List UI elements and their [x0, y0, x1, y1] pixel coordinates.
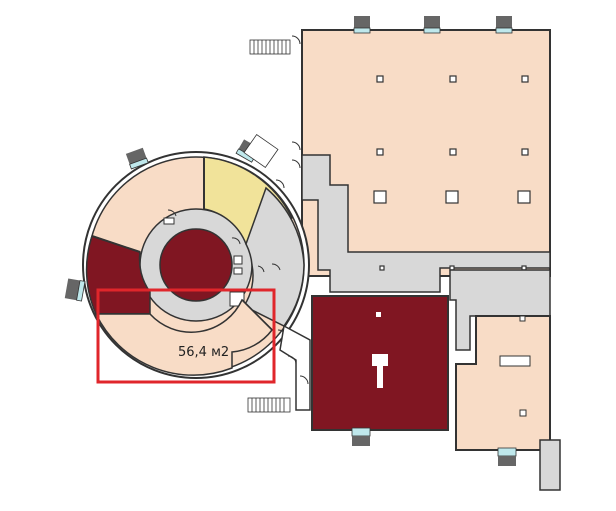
- common-bottom-right: [539, 439, 561, 491]
- unit-selected[interactable]: [94, 298, 273, 376]
- lower-right-inner-wall: [499, 355, 531, 367]
- hall-doors: [291, 35, 301, 169]
- common-link: [279, 324, 311, 411]
- unit-core-sold[interactable]: [159, 228, 233, 302]
- stair-top: [249, 39, 291, 55]
- lower-right-windows: [497, 447, 517, 466]
- unit-area-label: 56,4 м2: [178, 345, 229, 360]
- stair-bottom: [247, 397, 291, 413]
- selection-highlight: [96, 288, 276, 384]
- sold-unit-pillars: [372, 312, 388, 388]
- common-lower-right: [449, 269, 551, 351]
- hall-windows: [353, 16, 513, 34]
- hall-columns: [373, 75, 531, 271]
- core-fixtures: [163, 217, 243, 275]
- lower-right-pillars: [519, 315, 527, 417]
- ring-doors: [167, 179, 287, 337]
- common-corridor: [301, 154, 551, 293]
- sold-unit-windows: [351, 427, 371, 446]
- link-doors: [287, 355, 309, 385]
- stair-tower-right: [243, 133, 279, 169]
